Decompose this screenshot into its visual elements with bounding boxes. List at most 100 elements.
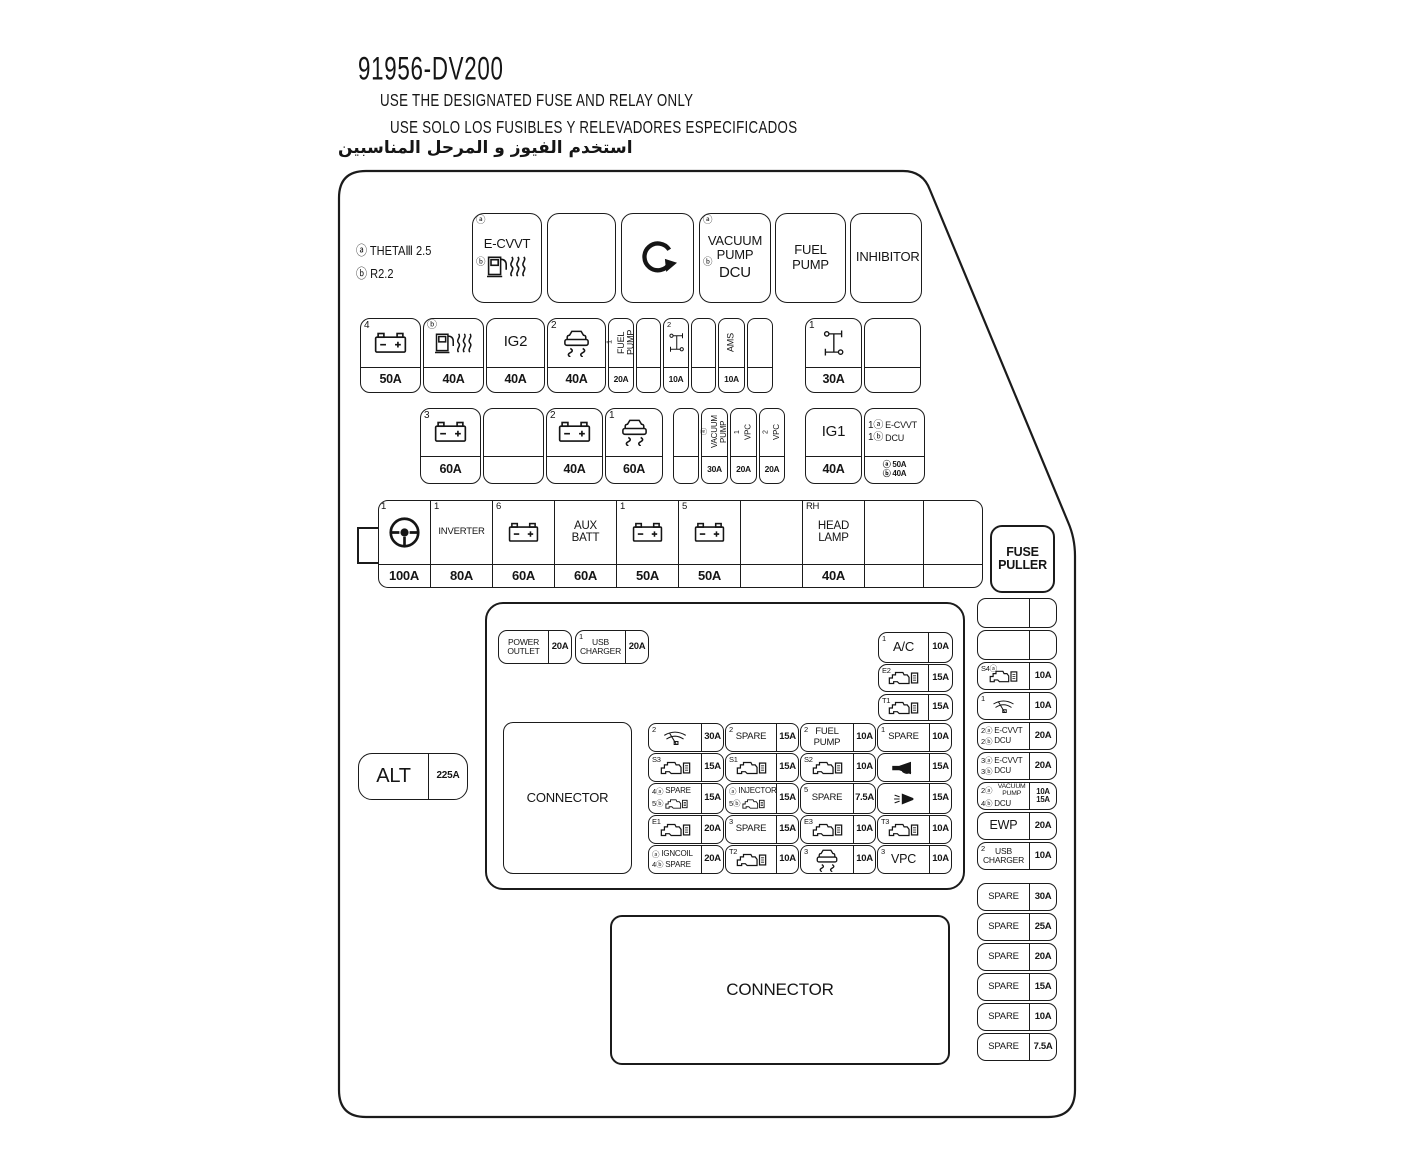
cell-rating: 10A — [664, 367, 688, 392]
cell-rating: 10A — [932, 853, 949, 865]
cell-num: ⓐ — [703, 215, 713, 226]
cell-rating — [484, 456, 543, 483]
cell-rating: 20A — [1034, 759, 1052, 771]
line-text: E-CVVT — [994, 725, 1023, 735]
cell-label-area: 1 — [617, 500, 678, 564]
cell-rating: 20A — [760, 456, 784, 483]
battery-icon — [434, 421, 467, 442]
cell-rating: 20A — [704, 823, 721, 835]
cell-rating: 20A — [1034, 819, 1052, 831]
cell-num: 3 — [424, 410, 430, 421]
cell-label-area: SPARE — [978, 1034, 1030, 1060]
highbeam-icon — [893, 793, 913, 804]
esc-icon — [621, 419, 647, 446]
cell-rating — [1030, 631, 1056, 659]
cell-label-area: S3 — [649, 754, 702, 781]
fuel-heater-icon — [434, 332, 472, 353]
connector-small: CONNECTOR — [503, 722, 632, 874]
cell-num-inline: 2ⓐ — [981, 726, 993, 735]
line-text: VACUUM PUMP — [997, 782, 1026, 797]
cell-num: T2 — [729, 847, 738, 856]
cell-num: 2 — [762, 430, 770, 434]
cell-rating: 30A — [704, 731, 721, 743]
cell-label-area: S1 — [726, 754, 777, 781]
cell-label: SPARE — [988, 920, 1019, 932]
cell-num: S3 — [652, 755, 661, 764]
cell-rating: 10A — [719, 367, 744, 392]
cell-label-area — [622, 214, 693, 301]
fuse-puller-label: FUSE PULLER — [998, 544, 1047, 572]
cell-rating-line: ⓐ 50A — [882, 460, 907, 470]
cell-label: FUEL PUMP — [813, 726, 841, 748]
fuse-puller: FUSE PULLER — [990, 525, 1055, 593]
cell-rating: 15A — [932, 792, 949, 804]
cell-label-area: SPARE — [978, 914, 1030, 940]
engine-legend-b: ⓑ R2.2 — [356, 266, 394, 281]
main-fuse-strip — [378, 500, 983, 588]
cell-num: 1 — [882, 634, 886, 643]
cell-label-area: INHIBITOR — [851, 214, 921, 301]
engine-icon — [736, 761, 766, 774]
cell-label-area: 2 — [649, 724, 702, 751]
fuse-slot — [483, 408, 544, 484]
fuse-highbeam-icon: 15A — [877, 783, 952, 814]
line-text: INJECTOR — [738, 786, 777, 796]
cell-label-area: IG2 — [487, 319, 544, 366]
cell-num: 2 — [667, 320, 671, 329]
cell-rating: 10A — [932, 823, 949, 835]
alt-rating: 225A — [436, 770, 460, 782]
cell-label-area — [548, 214, 615, 301]
fuse-slot — [864, 318, 921, 393]
line-text: DCU — [885, 432, 905, 443]
cell-label: AMS — [725, 333, 736, 352]
cell-num-inline: 4ⓑ — [652, 860, 664, 869]
cell-num: 1 — [604, 340, 614, 345]
cell-rating: 15A — [932, 761, 949, 773]
line-text: IGNCOIL — [661, 849, 693, 859]
cell-num: 2 — [652, 725, 656, 734]
cell-label: SPARE — [988, 1040, 1019, 1052]
cell-rating: 60A — [421, 456, 480, 483]
cell-rating: 10A — [932, 731, 949, 743]
cell-rating: 80A — [431, 564, 492, 588]
cell-rating: 10A — [1034, 699, 1052, 711]
cell-label-area — [865, 500, 923, 564]
relay-slot — [547, 213, 616, 303]
cell-label: SPARE — [888, 731, 919, 743]
notice-es: USE SOLO LOS FUSIBLES Y RELEVADORES ESPE… — [390, 117, 798, 137]
cell-num: 2 — [551, 320, 557, 331]
cell-num-inline: 1ⓑ — [868, 432, 884, 444]
cell-label-area: SPARE — [978, 1004, 1030, 1030]
cell-label-area — [978, 631, 1030, 659]
cell-rating — [924, 564, 983, 588]
engine-icon — [736, 853, 766, 866]
cell-label-area: 1 — [806, 319, 861, 366]
cell-rating: 20A — [704, 853, 721, 865]
cell-num: E3 — [804, 817, 813, 826]
cell-num: 1 — [434, 501, 439, 512]
cell-num: S2 — [804, 755, 813, 764]
